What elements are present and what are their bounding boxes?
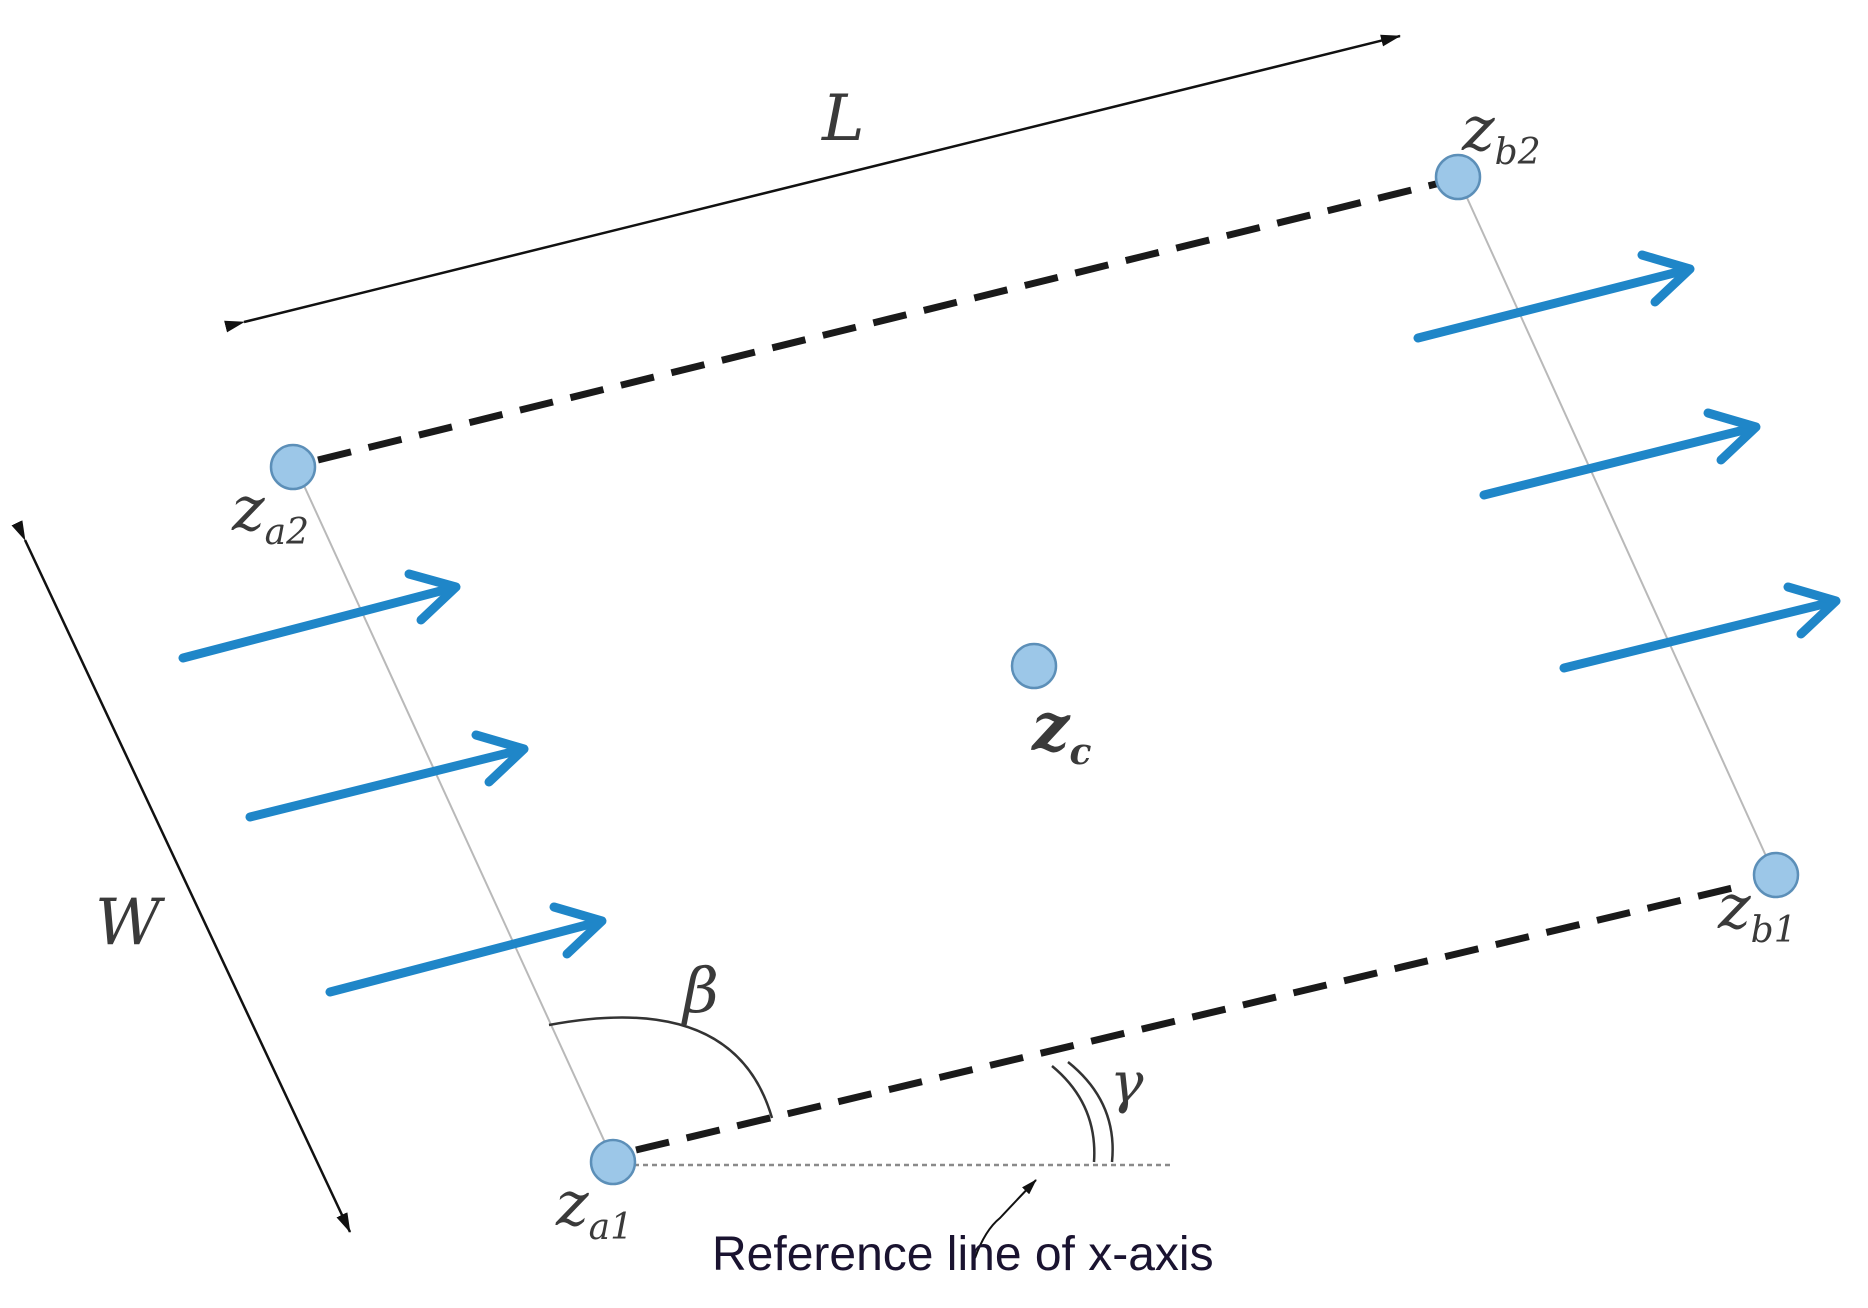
arrow-right-icon	[1413, 250, 1695, 343]
width-label: W	[95, 886, 166, 960]
gamma-angle-arc-inner	[1051, 1065, 1096, 1163]
gamma-angle-arc-outer	[1067, 1061, 1114, 1163]
right-side-line	[1457, 177, 1777, 879]
arrow-right-icon	[1479, 408, 1761, 500]
arrow-right-icon	[178, 569, 461, 663]
label-zc: zc	[1031, 688, 1091, 773]
bottom-dashed-edge	[635, 881, 1746, 1154]
node-zb2	[1434, 153, 1482, 201]
label-za1: za1	[555, 1167, 633, 1248]
node-za1	[589, 1138, 637, 1186]
node-za2	[269, 443, 317, 491]
node-zc	[1010, 642, 1058, 690]
gamma-label: γ	[1110, 1051, 1144, 1116]
reference-line-caption: Reference line of x-axis	[712, 1228, 1214, 1281]
flow-arrows	[178, 250, 1841, 997]
label-zb1: zb1	[1717, 870, 1797, 951]
label-za2: za2	[231, 472, 309, 553]
beta-angle-arc	[548, 1016, 774, 1119]
node-zb1	[1752, 851, 1800, 899]
arrow-right-icon	[245, 730, 529, 822]
length-dimension-arrow	[224, 34, 1401, 333]
reference-line-pointer	[974, 1179, 1037, 1259]
arrow-right-icon	[1559, 582, 1841, 673]
beta-label: β	[681, 954, 719, 1027]
arrow-right-icon	[325, 902, 607, 997]
top-dashed-edge	[317, 179, 1441, 464]
width-dimension-arrow	[11, 520, 352, 1233]
label-zb2: zb2	[1461, 92, 1541, 173]
left-side-line	[294, 465, 614, 1161]
length-label: L	[821, 82, 865, 156]
